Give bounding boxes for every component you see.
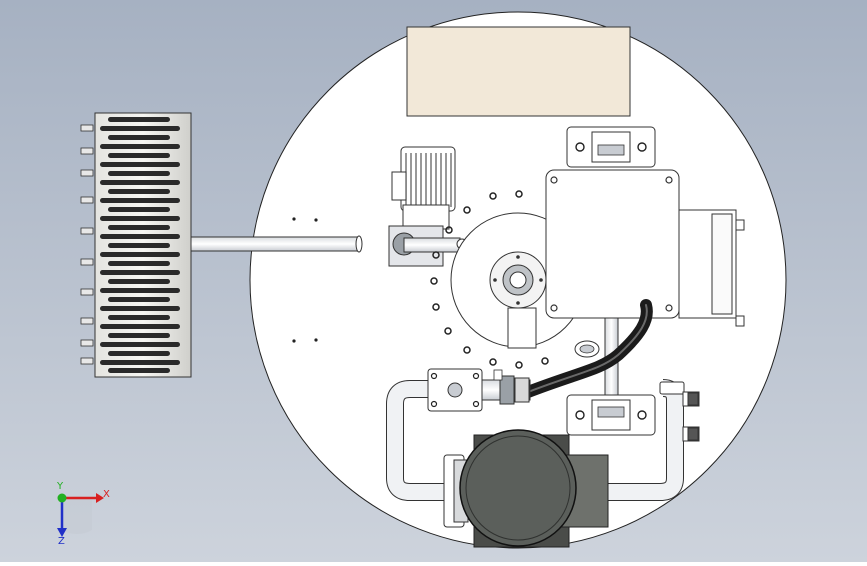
x-axis-label: X [103, 489, 110, 500]
control-box [545, 169, 745, 327]
valve-assembly [427, 368, 531, 412]
drum-shaft [190, 235, 363, 253]
axis-triad: X Z Y [56, 481, 110, 547]
z-axis-label: Z [58, 536, 65, 547]
plate-holes [292, 217, 318, 343]
bearing-block-bottom [566, 394, 656, 436]
pump-motor [443, 429, 609, 548]
side-fittings [659, 381, 700, 442]
y-axis-dot-icon [57, 493, 67, 503]
hose-clamp [574, 340, 600, 358]
x-axis-arrow-icon [96, 493, 104, 503]
perforated-drum [80, 112, 192, 378]
drum-nozzles [80, 124, 94, 365]
rotor-bolt-circle [430, 190, 549, 369]
gear-motor [388, 146, 468, 267]
drum-slots [100, 117, 180, 373]
label-panel [406, 26, 631, 117]
y-axis-label: Y [56, 481, 64, 492]
bearing-block-top [566, 126, 656, 168]
z-axis-arrow-icon [57, 528, 67, 537]
